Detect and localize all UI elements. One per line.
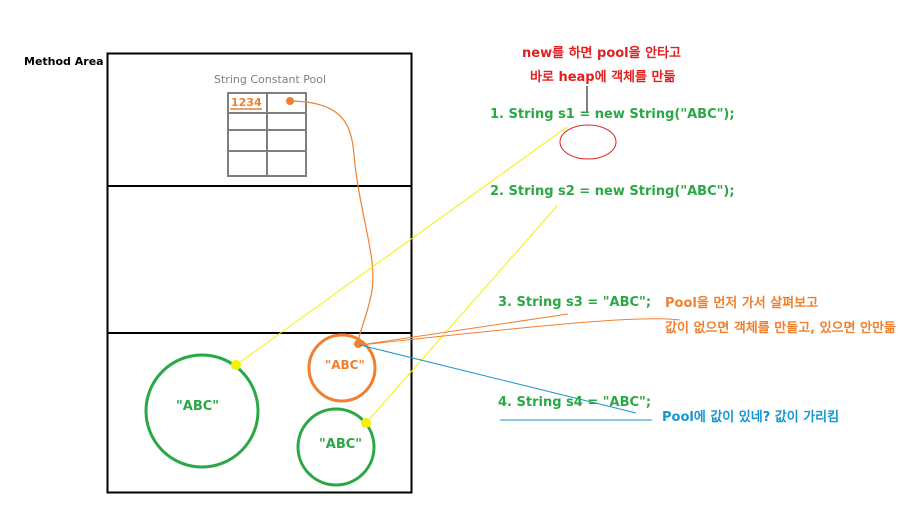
- pool-to-object-curve: [289, 100, 374, 345]
- s1-reference-line: [235, 126, 568, 366]
- literal-note-line1: Pool을 먼저 가서 살펴보고: [665, 296, 819, 311]
- s2-reference-line: [365, 205, 558, 424]
- pool-entry-address: 1234: [231, 96, 262, 109]
- s1-target-dot: [231, 360, 241, 370]
- literal-note-line2: 값이 없으면 객체를 만들고, 있으면 안만듦: [665, 321, 896, 336]
- new-note-line2: 바로 heap에 객체를 만듦: [530, 70, 676, 85]
- code-line-1: 1. String s1 = new String("ABC");: [490, 107, 735, 122]
- heap-object-s2: [296, 407, 376, 487]
- code-line-3: 3. String s3 = "ABC";: [498, 295, 652, 310]
- pool-has-value-note: Pool에 값이 있네? 값이 가리킴: [662, 410, 840, 425]
- s4-reference-line: [359, 344, 637, 414]
- s3-note-curve: [359, 318, 681, 346]
- heap-object-s2-label: "ABC": [319, 437, 363, 452]
- heap-object-s1: [144, 353, 260, 469]
- literal-object-pointer-dot: [354, 340, 362, 348]
- new-note-line1: new를 하면 pool을 안타고: [522, 46, 682, 61]
- constant-pool-title: String Constant Pool: [214, 73, 327, 86]
- new-keyword-highlight: [559, 124, 617, 160]
- code-line-4: 4. String s4 = "ABC";: [498, 395, 652, 410]
- heap-object-literal-label: "ABC": [325, 358, 365, 372]
- method-area-label: Method Area: [24, 55, 104, 68]
- constant-pool-table: [227, 92, 307, 177]
- s3-reference-line: [359, 313, 569, 346]
- heap-object-literal: [307, 333, 377, 403]
- memory-box: [106, 52, 413, 494]
- code-line-2: 2. String s2 = new String("ABC");: [490, 184, 735, 199]
- s2-target-dot: [361, 418, 371, 428]
- heap-object-s1-label: "ABC": [176, 399, 220, 414]
